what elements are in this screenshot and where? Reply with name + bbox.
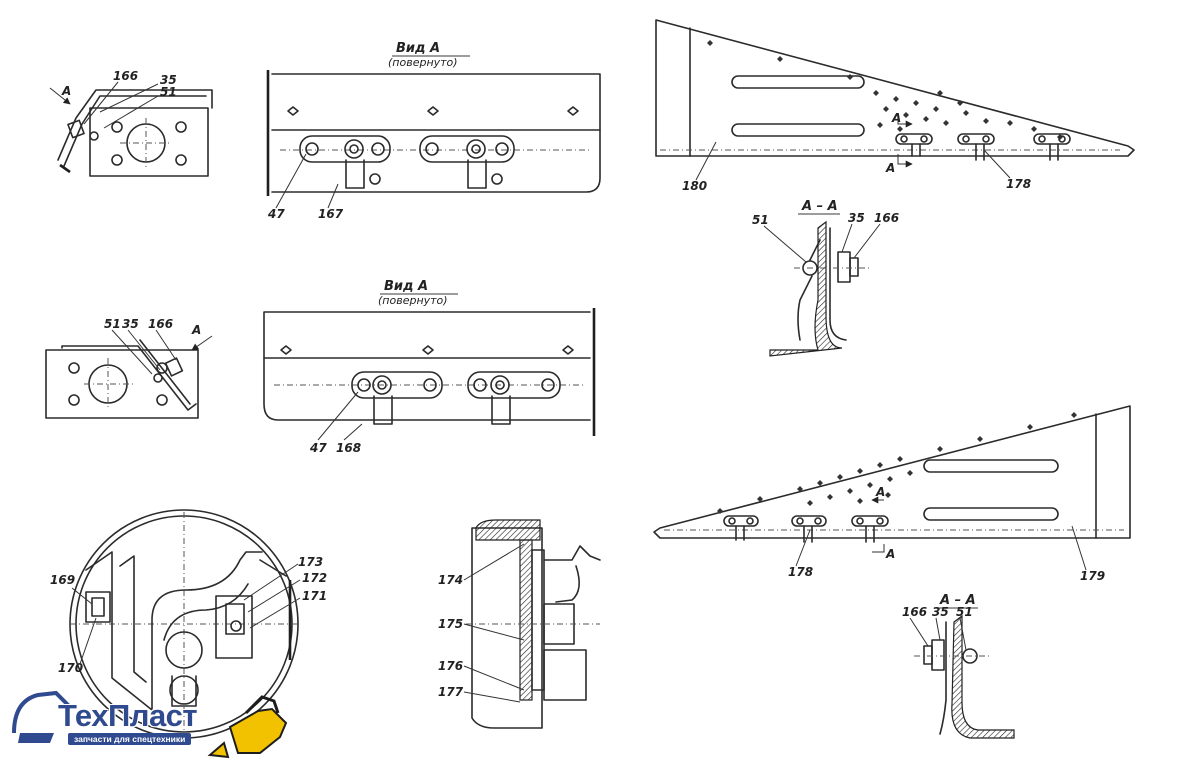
part-51-label-mid: 51 [104,317,121,331]
part-180-label: 180 [682,179,707,193]
part-177-label: 177 [438,685,464,699]
part-178-label-bot: 178 [788,565,813,579]
cut-a-label-bot-2: А [885,547,895,561]
panel-179 [653,405,1131,553]
view-a-middle-title: Вид А [384,279,428,294]
section-aa-top-title: А – А [801,199,838,214]
panel-180 [655,19,1135,168]
arrow-a-label: А [61,84,71,98]
section-aa-bottom-title: А – А [939,593,976,608]
section-aa-bottom [914,614,1015,739]
part-166-label-mid: 166 [148,317,173,331]
cut-a-label-top-2: А [885,161,895,175]
section-aa-top [769,220,870,357]
view-a-top-title: Вид А [396,41,440,56]
part-168-label: 168 [336,441,361,455]
logo-tagline: запчасти для спецтехники [68,733,192,745]
part-174-label: 174 [438,573,463,587]
part-179-label: 179 [1080,569,1105,583]
sec1-part-166-label: 166 [874,211,899,225]
view-a-middle-subtitle: (повернуто) [378,294,448,307]
cut-a-label-bot-1: А [875,485,885,499]
logo-name: ТехПласт [58,698,198,733]
sec2-part-166-label: 166 [902,605,927,619]
sec1-part-35-label: 35 [848,211,865,225]
part-35-label-mid: 35 [122,317,139,331]
sec1-part-51-label: 51 [752,213,769,227]
view-a-middle [263,308,596,436]
part-47-label-top: 47 [267,207,285,221]
part-170-label: 170 [58,661,83,675]
view-a-top-subtitle: (повернуто) [388,56,458,69]
part-167-label: 167 [318,207,344,221]
cut-a-label-top-1: А [891,111,901,125]
excavator-icon [12,690,288,759]
arrow-a-label-mid: А [191,323,201,337]
part-47-label-mid: 47 [309,441,327,455]
part-171-label: 171 [302,589,327,603]
sec2-part-51-label: 51 [956,605,973,619]
part-178-label-top: 178 [1006,177,1031,191]
view-a-top [266,70,601,196]
part-169-label: 169 [50,573,75,587]
side-section [466,519,601,729]
part-166-label: 166 [113,69,138,83]
part-51-label: 51 [160,85,177,99]
part-172-label: 172 [302,571,327,585]
part-175-label: 175 [438,617,463,631]
part-173-label: 173 [298,555,323,569]
bracket-top-left [49,87,213,177]
part-35-label: 35 [160,73,177,87]
bracket-mid-left [45,335,213,419]
part-176-label: 176 [438,659,463,673]
sec2-part-35-label: 35 [932,605,949,619]
